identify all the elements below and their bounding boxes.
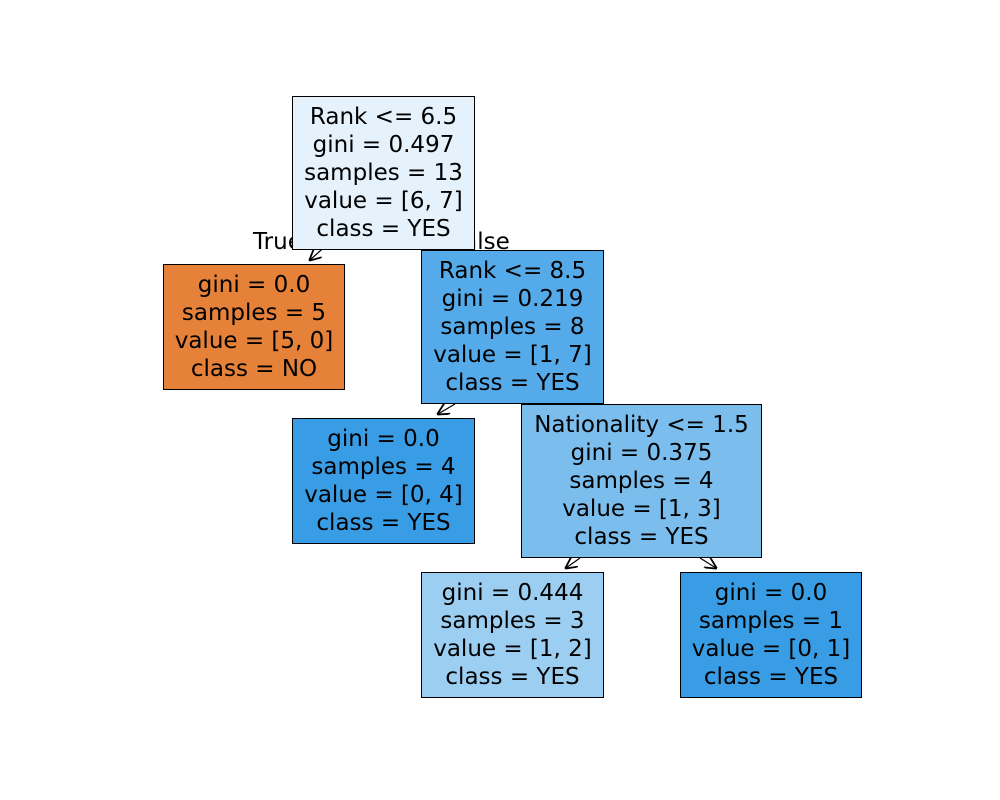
node-line: value = [5, 0] (174, 328, 334, 354)
node-line: class = YES (316, 216, 451, 242)
node-line: samples = 3 (440, 608, 585, 634)
node-line: value = [1, 2] (433, 636, 592, 662)
node-line: samples = 4 (569, 468, 714, 494)
node-line: samples = 5 (181, 300, 327, 326)
node-line: samples = 1 (698, 608, 844, 634)
node-line: gini = 0.497 (312, 132, 455, 158)
node-line: samples = 4 (311, 454, 456, 480)
node-line: gini = 0.444 (441, 580, 584, 606)
node-line: class = YES (574, 524, 709, 550)
node-leaf-4: gini = 0.0 samples = 4 value = [0, 4] cl… (292, 418, 475, 544)
edge-nat-right (699, 558, 716, 568)
node-line: class = YES (703, 664, 839, 690)
node-line: gini = 0.0 (327, 426, 440, 452)
node-leaf-3: gini = 0.444 samples = 3 value = [1, 2] … (421, 572, 604, 698)
node-line: gini = 0.375 (570, 440, 713, 466)
node-line: gini = 0.219 (441, 286, 584, 312)
node-leaf-1: gini = 0.0 samples = 1 value = [0, 1] cl… (680, 572, 862, 698)
node-nationality-split: Nationality <= 1.5 gini = 0.375 samples … (521, 404, 762, 558)
node-line: value = [6, 7] (304, 188, 463, 214)
node-line: samples = 8 (440, 314, 585, 340)
node-line: Nationality <= 1.5 (534, 412, 749, 438)
node-line: value = [1, 7] (433, 342, 592, 368)
node-rank-split: Rank <= 8.5 gini = 0.219 samples = 8 val… (421, 250, 604, 404)
node-line: Rank <= 6.5 (309, 104, 458, 130)
node-line: gini = 0.0 (197, 272, 311, 298)
node-line: Rank <= 8.5 (438, 258, 587, 284)
edge-rank-left (438, 404, 456, 414)
node-line: class = YES (316, 510, 451, 536)
node-line: gini = 0.0 (714, 580, 828, 606)
node-line: value = [0, 4] (304, 482, 463, 508)
node-line: samples = 13 (304, 160, 463, 186)
node-line: class = YES (445, 664, 580, 690)
node-root: Rank <= 6.5 gini = 0.497 samples = 13 va… (292, 96, 475, 250)
node-left-leaf: gini = 0.0 samples = 5 value = [5, 0] cl… (163, 264, 345, 390)
node-line: value = [0, 1] (691, 636, 851, 662)
node-line: class = NO (190, 356, 318, 382)
edge-nat-left (566, 558, 581, 568)
edge-label-true: True (253, 229, 302, 255)
node-line: class = YES (445, 370, 580, 396)
node-line: value = [1, 3] (562, 496, 721, 522)
